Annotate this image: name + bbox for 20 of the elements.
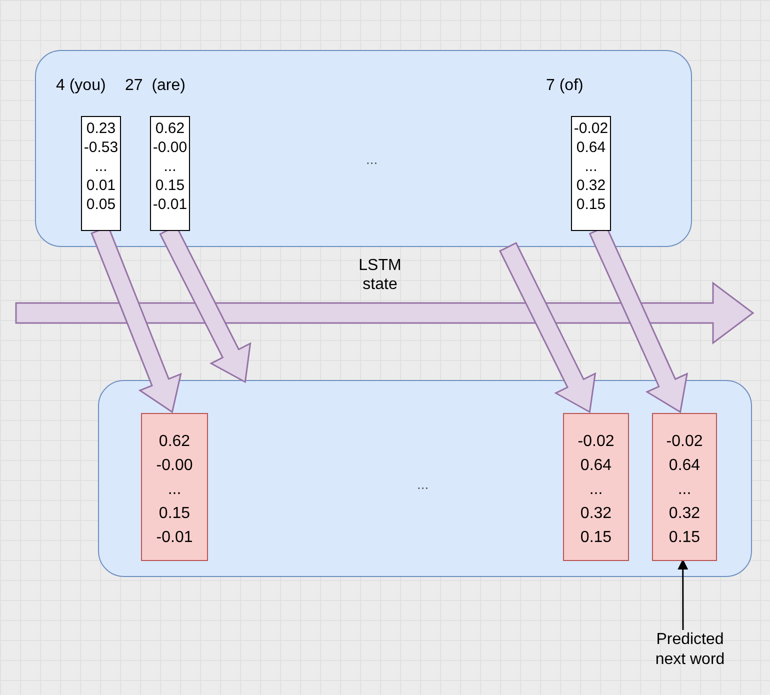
- word-label: 7 (of): [546, 77, 584, 95]
- ellipsis-text: ...: [366, 151, 378, 167]
- block-arrow: [499, 242, 596, 414]
- note-text: Predicted next word: [640, 630, 740, 675]
- vector-values: 0.23 -0.53 ... 0.01 0.05: [84, 119, 118, 214]
- vector-values: 0.62 -0.00 ... 0.15 -0.01: [156, 432, 193, 548]
- arrow: [678, 558, 688, 630]
- word-label: 4 (you): [56, 77, 106, 95]
- vector-values: -0.02 0.64 ... 0.32 0.15: [574, 119, 608, 214]
- vector-values: -0.02 0.64 ... 0.32 0.15: [578, 432, 614, 548]
- vector-values: -0.02 0.64 ... 0.32 0.15: [666, 432, 703, 548]
- arrow-label: LSTM state: [358, 256, 402, 294]
- output-vector-box: [652, 413, 717, 561]
- word-label: 27 (are): [125, 77, 186, 95]
- layer-panel: [98, 380, 752, 577]
- output-vector-box: [141, 413, 208, 561]
- vector-values: 0.62 -0.00 ... 0.15 -0.01: [152, 119, 188, 214]
- layer-panel: [35, 50, 692, 247]
- ellipsis-text: ...: [417, 476, 429, 492]
- output-vector-box: [563, 413, 629, 561]
